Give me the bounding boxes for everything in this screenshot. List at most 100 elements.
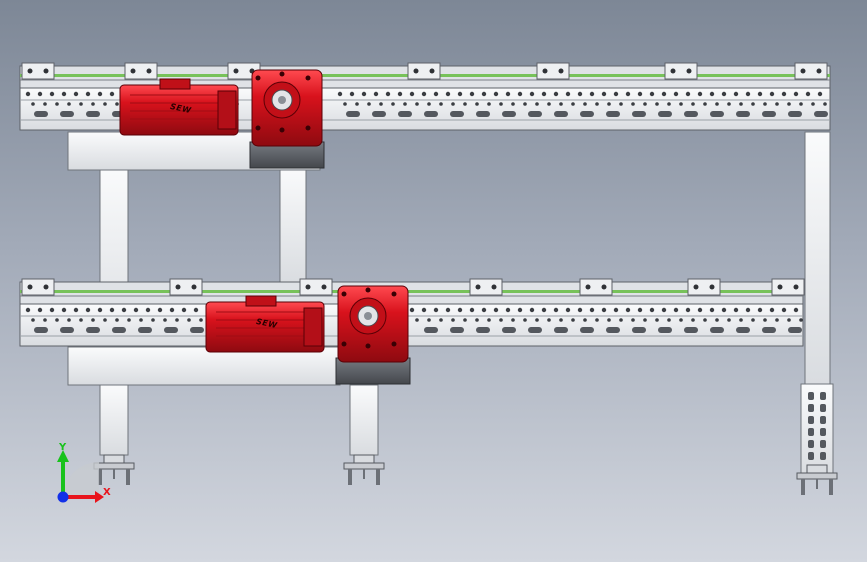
hole (199, 318, 203, 322)
upright-right[interactable] (804, 131, 831, 385)
hole (355, 102, 359, 106)
hole (91, 102, 95, 106)
hole (607, 102, 611, 106)
hole (481, 307, 487, 313)
slot (632, 327, 646, 333)
hole (583, 318, 587, 322)
hole (517, 307, 523, 313)
hole (745, 307, 751, 313)
lower-conveyor[interactable] (19, 278, 805, 347)
hole (727, 102, 731, 106)
hole (733, 91, 739, 97)
hole (727, 318, 731, 322)
hole (763, 102, 767, 106)
lower-crossbeam[interactable] (67, 346, 341, 386)
hole (703, 318, 707, 322)
rail-bracket (21, 62, 55, 80)
slot (34, 327, 48, 333)
hole (481, 91, 487, 97)
hole (589, 91, 595, 97)
hole (787, 318, 791, 322)
leg-middle[interactable] (349, 384, 379, 456)
slot (112, 327, 126, 333)
slot (86, 327, 100, 333)
hole (37, 307, 43, 313)
hole (379, 102, 383, 106)
hole (637, 307, 643, 313)
hole (25, 91, 31, 97)
hole (523, 318, 527, 322)
hole (415, 318, 419, 322)
hole (529, 91, 535, 97)
hole (739, 102, 743, 106)
hole (565, 307, 571, 313)
hole (409, 91, 415, 97)
hole (427, 102, 431, 106)
hole (505, 91, 511, 97)
hole (397, 91, 403, 97)
hole (43, 102, 47, 106)
rail-bracket (771, 278, 805, 296)
slot (60, 111, 74, 117)
leg-right-bracket[interactable] (800, 383, 834, 477)
hole (613, 307, 619, 313)
hole (745, 91, 751, 97)
hole (67, 318, 71, 322)
hole (193, 307, 199, 313)
slot (710, 327, 724, 333)
slot (580, 111, 594, 117)
upright-middle[interactable] (279, 164, 307, 286)
hole (739, 318, 743, 322)
hole (385, 91, 391, 97)
slot (762, 327, 776, 333)
hole (457, 307, 463, 313)
hole (709, 91, 715, 97)
foot-bolt (348, 469, 352, 485)
hole (559, 318, 563, 322)
hole (55, 318, 59, 322)
rail-bracket (664, 62, 698, 80)
hole (187, 318, 191, 322)
hole (673, 91, 679, 97)
slot (502, 111, 516, 117)
slot (502, 327, 516, 333)
rail-bracket (469, 278, 503, 296)
hole (61, 91, 67, 97)
hole (643, 318, 647, 322)
hole (811, 102, 815, 106)
slot (372, 111, 386, 117)
hole (661, 307, 667, 313)
upper-gear-motor-icon[interactable] (119, 69, 325, 169)
hole (367, 102, 371, 106)
rail-bracket (21, 278, 55, 296)
slot (450, 111, 464, 117)
hole (457, 91, 463, 97)
slot (190, 327, 204, 333)
leg-left[interactable] (99, 384, 129, 456)
hole (595, 102, 599, 106)
slot (710, 111, 724, 117)
hole (31, 318, 35, 322)
hole (421, 307, 427, 313)
rail-bracket (169, 278, 203, 296)
hole (163, 318, 167, 322)
hole (655, 318, 659, 322)
terminal-box (159, 78, 191, 90)
hole (433, 307, 439, 313)
hole (679, 318, 683, 322)
leveling-feet[interactable] (93, 454, 838, 495)
hole (763, 318, 767, 322)
slot (788, 327, 802, 333)
hole (559, 102, 563, 106)
hole (781, 91, 787, 97)
lower-gear-motor-icon[interactable] (205, 285, 411, 385)
rail-bracket (124, 62, 158, 80)
hole (823, 102, 827, 106)
foot-plate (343, 462, 385, 470)
slot (554, 327, 568, 333)
hole (757, 91, 763, 97)
hole (511, 102, 515, 106)
hole (79, 318, 83, 322)
